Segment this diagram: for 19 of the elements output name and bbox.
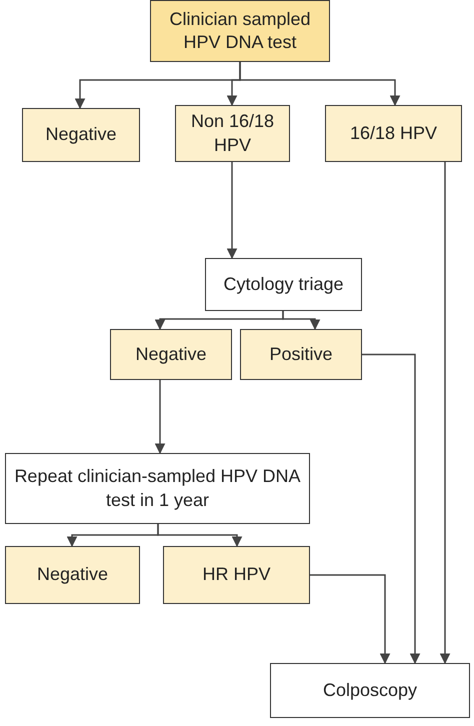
process-box: Cytology triage xyxy=(205,258,362,311)
arrow xyxy=(154,380,166,454)
process-box: 16/18 HPV xyxy=(325,105,462,162)
arrow xyxy=(226,162,238,260)
process-box: Negative xyxy=(22,108,140,162)
arrow xyxy=(310,574,390,664)
process-box: Clinician sampled HPV DNA test xyxy=(150,0,330,62)
process-box: Non 16/18 HPV xyxy=(175,105,290,162)
arrow xyxy=(362,354,420,664)
process-box: Negative xyxy=(5,546,140,604)
process-box: Repeat clinician-sampled HPV DNA test in 1 year xyxy=(5,453,310,524)
arrow xyxy=(239,62,400,106)
process-box: HR HPV xyxy=(163,546,310,604)
process-box: Negative xyxy=(110,329,232,380)
process-box: Colposcopy xyxy=(270,663,470,718)
arrow xyxy=(282,311,320,330)
arrow xyxy=(157,524,242,548)
process-box: Positive xyxy=(240,329,362,380)
arrow xyxy=(440,162,450,664)
